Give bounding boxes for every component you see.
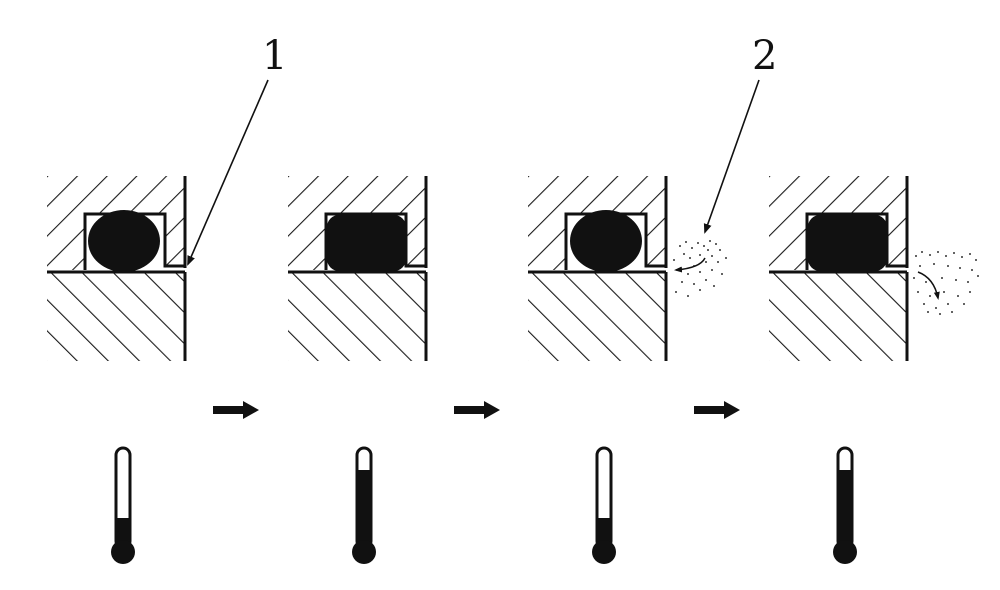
leader-line-2 xyxy=(703,79,760,234)
panel-1 xyxy=(45,174,187,363)
o-ring-round xyxy=(88,210,160,272)
leak-direction-arrow-out xyxy=(917,271,940,300)
thermometer-low-icon xyxy=(109,446,137,566)
leak-particles-4 xyxy=(913,251,979,315)
panel-3 xyxy=(526,174,668,363)
thermometer-high-icon xyxy=(831,446,859,566)
thermometer-low-icon xyxy=(590,446,618,566)
o-ring-compressed xyxy=(808,215,887,271)
leader-line-1 xyxy=(187,79,269,266)
callout-label-2: 2 xyxy=(752,33,778,79)
right-arrow-icon xyxy=(694,401,740,419)
panel-4 xyxy=(767,174,909,363)
thermometer-high-icon xyxy=(350,446,378,566)
leak-direction-arrow-in xyxy=(674,257,706,273)
o-ring-compressed xyxy=(327,215,406,271)
right-arrow-icon xyxy=(454,401,500,419)
right-arrow-icon xyxy=(213,401,259,419)
panel-2 xyxy=(286,174,428,363)
callout-label-1: 1 xyxy=(262,33,288,79)
o-ring-round xyxy=(570,210,642,272)
leak-particles-3 xyxy=(673,240,727,297)
